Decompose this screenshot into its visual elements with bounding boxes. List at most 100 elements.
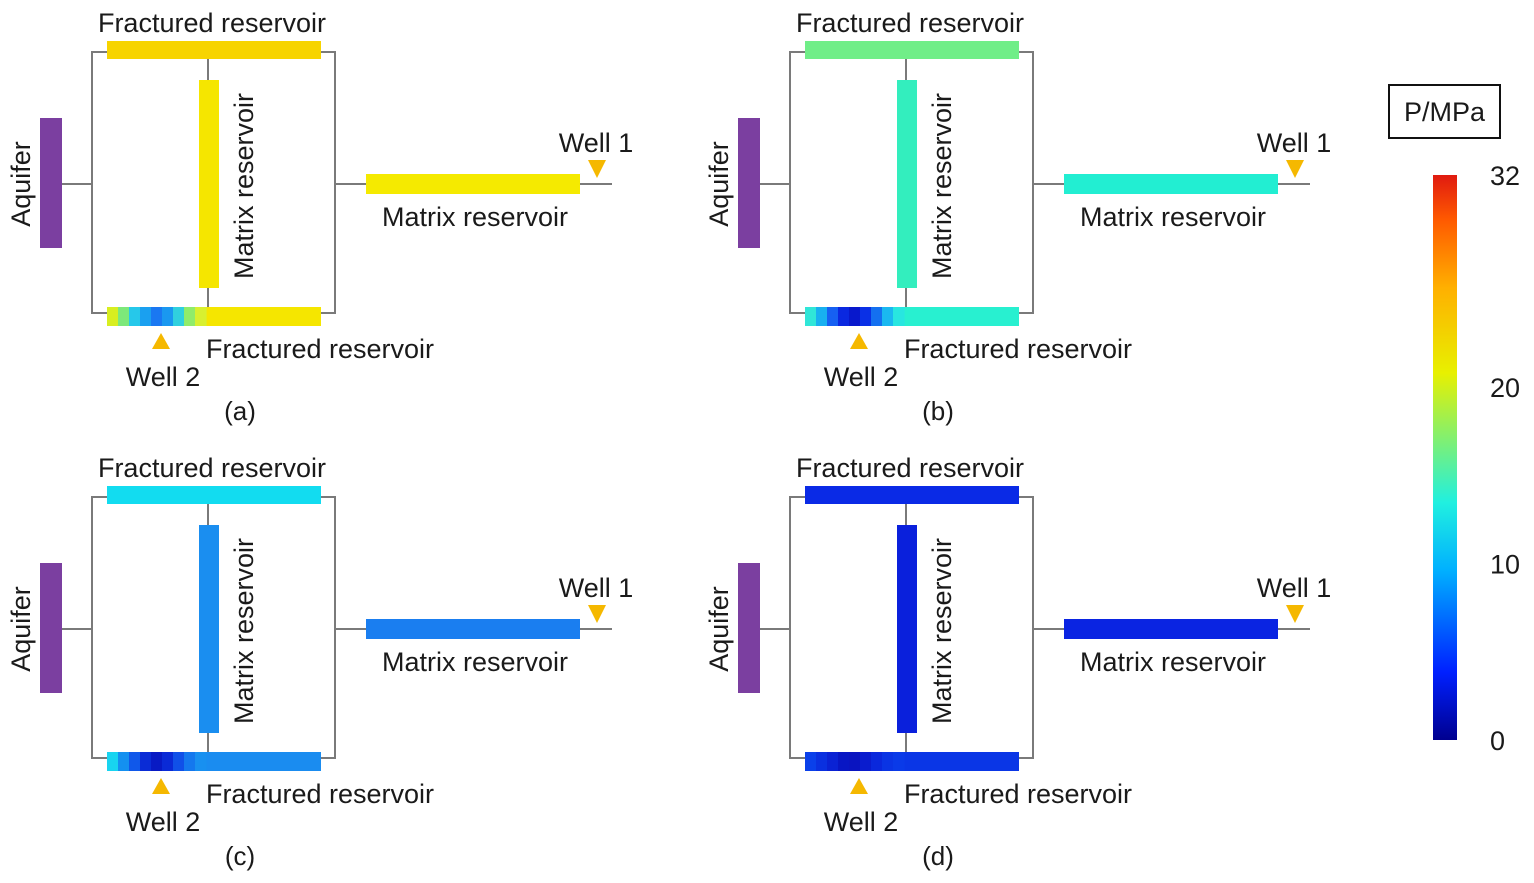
horizontal-matrix-label: Matrix reservoir (1080, 647, 1266, 677)
well2-marker-icon (850, 778, 868, 794)
horizontal-matrix-reservoir (366, 174, 580, 194)
well2-pressure-cell (882, 307, 894, 326)
well2-label: Well 2 (126, 362, 201, 392)
well2-pressure-cell (129, 752, 141, 771)
well1-marker-icon (1286, 160, 1304, 178)
top-fractured-reservoir (805, 486, 1019, 504)
top-fractured-label: Fractured reservoir (98, 453, 326, 483)
well2-pressure-cell (816, 307, 828, 326)
well2-pressure-cell (849, 752, 861, 771)
aquifer-block (40, 118, 62, 248)
well1-marker-icon (1286, 605, 1304, 623)
well2-pressure-cell (184, 752, 196, 771)
well2-label: Well 2 (126, 807, 201, 837)
top-fractured-label: Fractured reservoir (98, 8, 326, 38)
horizontal-matrix-reservoir (1064, 174, 1278, 194)
horizontal-matrix-reservoir (366, 619, 580, 639)
well2-pressure-cell (162, 307, 174, 326)
well2-pressure-cell (129, 307, 141, 326)
well2-marker-icon (850, 333, 868, 349)
bottom-fractured-label: Fractured reservoir (206, 779, 434, 809)
well2-pressure-cell (882, 752, 894, 771)
aquifer-label: Aquifer (6, 141, 36, 227)
well2-pressure-cell (860, 307, 872, 326)
vertical-matrix-reservoir (897, 80, 917, 288)
well1-marker-icon (588, 605, 606, 623)
vertical-matrix-label: Matrix reservoir (229, 538, 259, 724)
well2-pressure-cell (184, 307, 196, 326)
horizontal-matrix-label: Matrix reservoir (382, 202, 568, 232)
well2-pressure-cell (107, 752, 119, 771)
well1-label: Well 1 (1257, 573, 1332, 603)
aquifer-block (738, 563, 760, 693)
vertical-matrix-reservoir (199, 525, 219, 733)
well2-pressure-cell (140, 307, 152, 326)
colorbar-title-box (1388, 84, 1501, 139)
well1-label: Well 1 (1257, 128, 1332, 158)
well2-pressure-cell (118, 752, 130, 771)
well2-pressure-cell (173, 752, 185, 771)
well2-pressure-cell (849, 307, 861, 326)
well2-pressure-cell (195, 752, 207, 771)
colorbar-tick-label: 10 (1490, 549, 1520, 579)
well2-pressure-cell (118, 307, 130, 326)
well2-label: Well 2 (824, 807, 899, 837)
well2-pressure-cell (805, 307, 817, 326)
well1-label: Well 1 (559, 573, 634, 603)
well2-marker-icon (152, 778, 170, 794)
vertical-matrix-label: Matrix reservoir (229, 93, 259, 279)
well2-pressure-cell (151, 752, 163, 771)
horizontal-matrix-reservoir (1064, 619, 1278, 639)
colorbar-tick-label: 20 (1490, 373, 1520, 403)
well2-pressure-cell (195, 307, 207, 326)
well2-pressure-cell (893, 752, 905, 771)
well2-pressure-cell (871, 752, 883, 771)
vertical-matrix-reservoir (897, 525, 917, 733)
well2-pressure-cell (827, 307, 839, 326)
top-fractured-reservoir (107, 41, 321, 59)
well2-pressure-cell (827, 752, 839, 771)
panel-caption: (a) (224, 396, 256, 426)
horizontal-matrix-label: Matrix reservoir (382, 647, 568, 677)
well2-pressure-cell (107, 307, 119, 326)
vertical-matrix-label: Matrix reservoir (927, 93, 957, 279)
colorbar-scale (1433, 175, 1457, 740)
colorbar-tick-label: 32 (1490, 161, 1520, 191)
well2-marker-icon (152, 333, 170, 349)
bottom-fractured-label: Fractured reservoir (904, 334, 1132, 364)
panel-caption: (b) (922, 396, 954, 426)
well2-pressure-cell (893, 307, 905, 326)
top-fractured-label: Fractured reservoir (796, 453, 1024, 483)
well2-pressure-cell (805, 752, 817, 771)
colorbar-tick-label: 0 (1490, 726, 1505, 756)
well2-pressure-cell (162, 752, 174, 771)
horizontal-matrix-label: Matrix reservoir (1080, 202, 1266, 232)
bottom-fractured-label: Fractured reservoir (206, 334, 434, 364)
well2-pressure-cell (838, 752, 850, 771)
panel-caption: (c) (225, 841, 255, 871)
aquifer-label: Aquifer (704, 586, 734, 672)
colorbar-title: P/MPa (1404, 97, 1486, 127)
well1-marker-icon (588, 160, 606, 178)
panel-caption: (d) (922, 841, 954, 871)
well2-label: Well 2 (824, 362, 899, 392)
well2-pressure-cell (151, 307, 163, 326)
well2-pressure-cell (860, 752, 872, 771)
aquifer-block (40, 563, 62, 693)
aquifer-block (738, 118, 760, 248)
aquifer-label: Aquifer (704, 141, 734, 227)
well1-label: Well 1 (559, 128, 634, 158)
vertical-matrix-label: Matrix reservoir (927, 538, 957, 724)
well2-pressure-cell (173, 307, 185, 326)
well2-pressure-cell (816, 752, 828, 771)
colorbar: P/MPa 32 20 10 0 (1388, 84, 1520, 756)
top-fractured-reservoir (805, 41, 1019, 59)
vertical-matrix-reservoir (199, 80, 219, 288)
bottom-fractured-label: Fractured reservoir (904, 779, 1132, 809)
well2-pressure-cell (140, 752, 152, 771)
